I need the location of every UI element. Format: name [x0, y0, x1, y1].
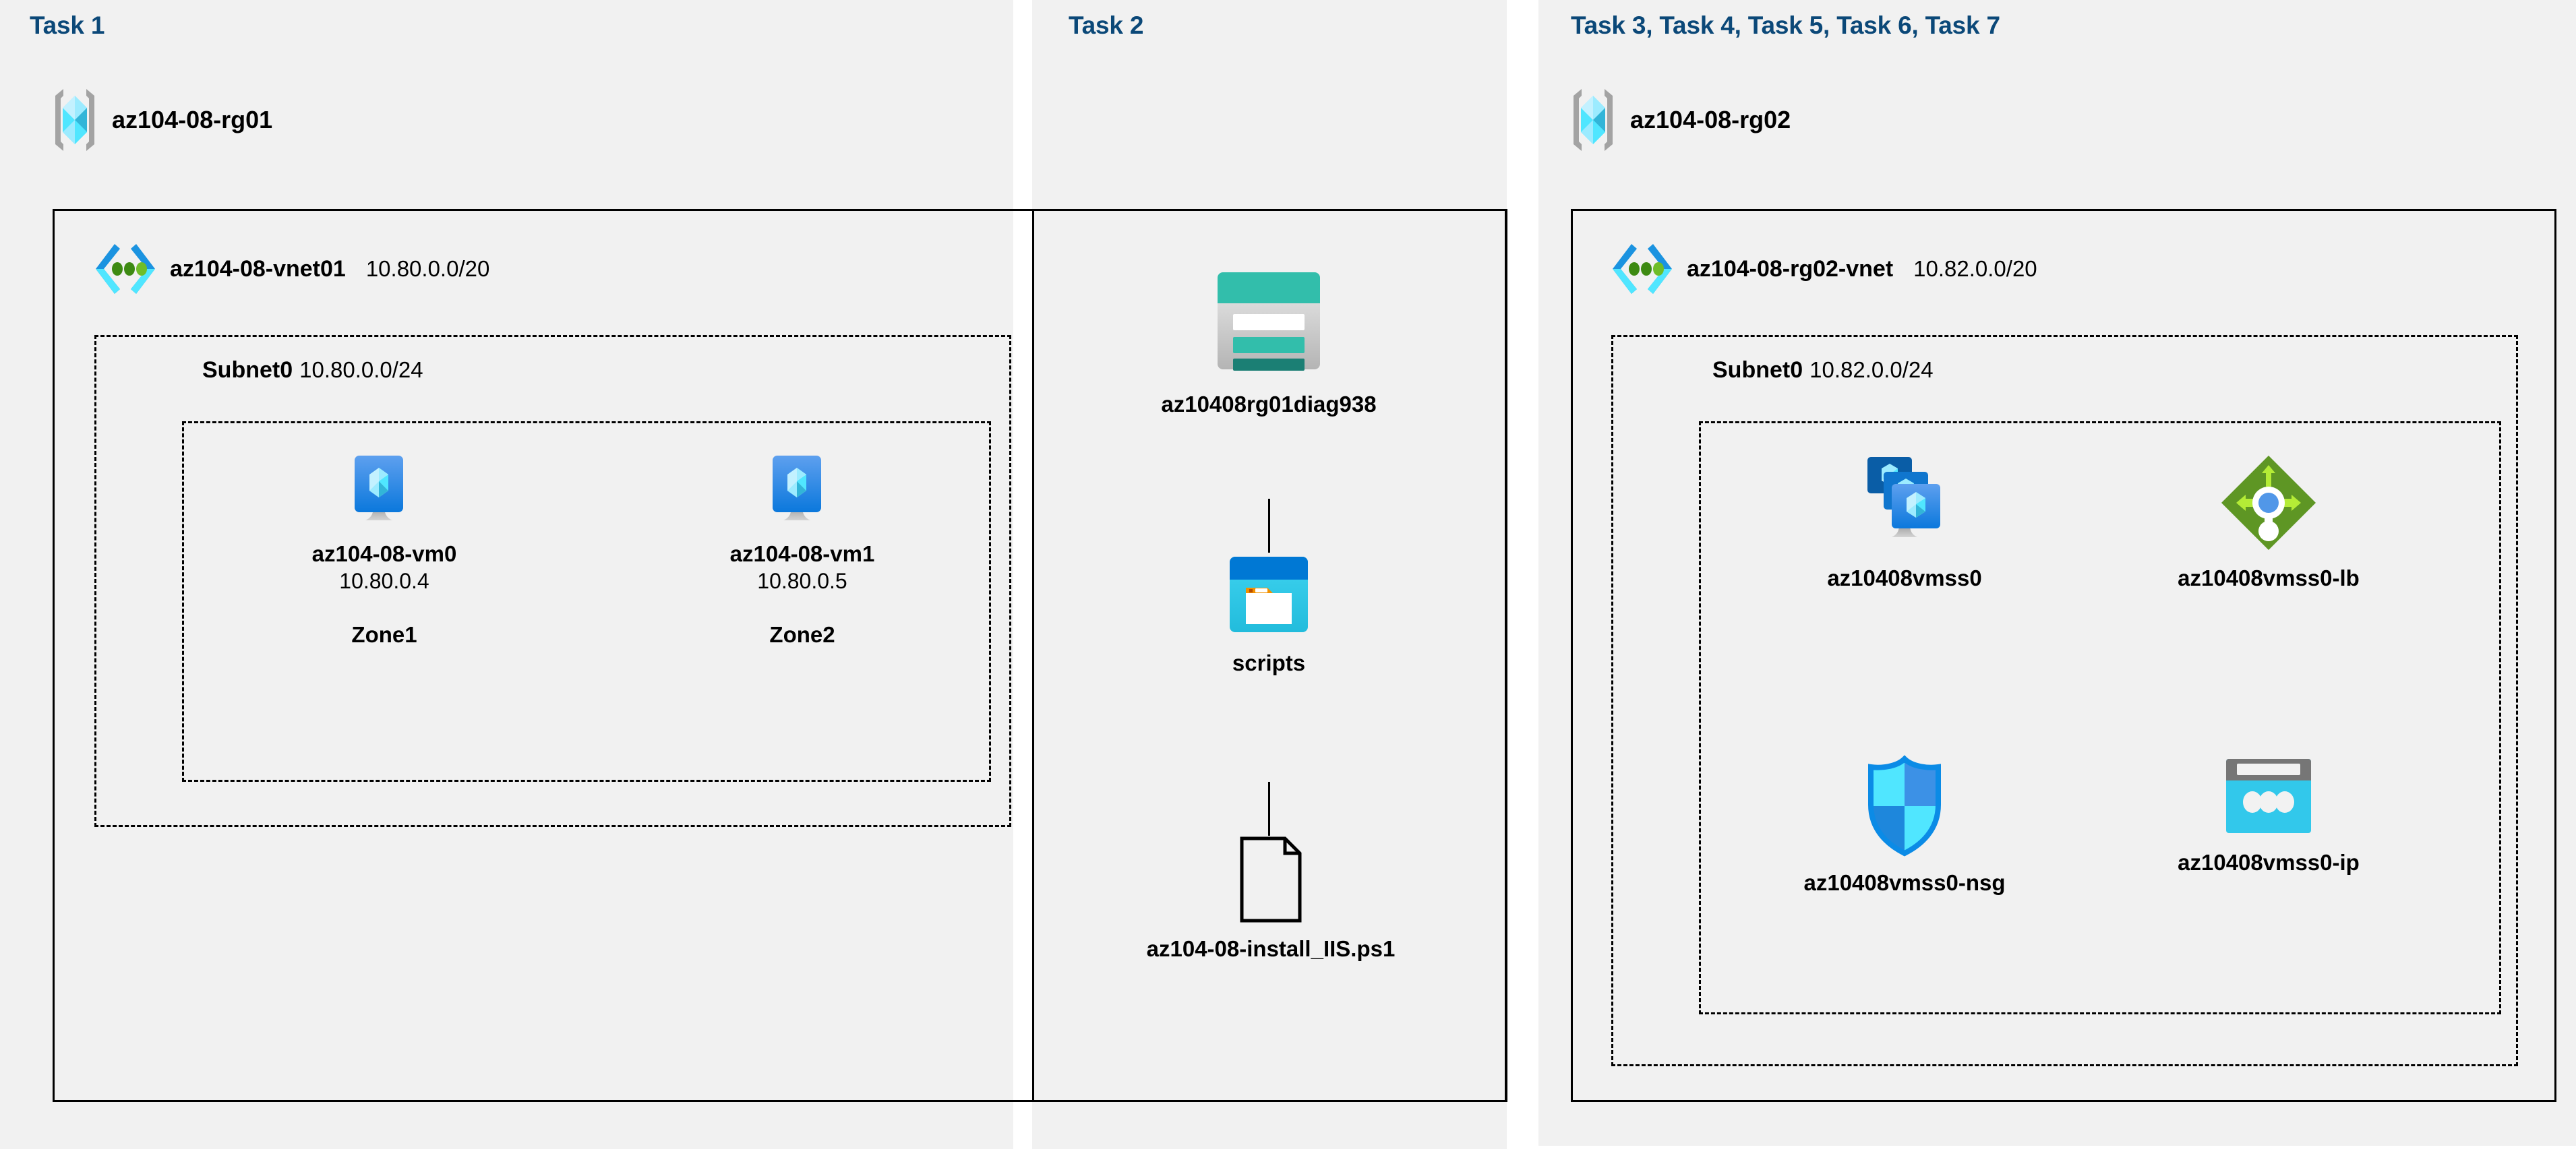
subnet-02-cidr: 10.82.0.0/24 [1809, 357, 1934, 382]
task-2-title: Task 2 [1069, 11, 1144, 39]
storage-account-icon [1207, 263, 1330, 379]
network-security-group-icon [1863, 755, 1946, 857]
node-storage-account-label: az10408rg01diag938 [1161, 392, 1377, 417]
node-blob-container-label: scripts [1232, 650, 1306, 675]
node-vm1-ip: 10.80.0.5 [757, 569, 847, 594]
node-vm1[interactable]: az104-08-vm1 10.80.0.5 Zone2 [688, 453, 917, 648]
node-public-ip-label: az10408vmss0-ip [2178, 850, 2360, 875]
node-vm0[interactable]: az104-08-vm0 10.80.0.4 Zone1 [270, 453, 499, 648]
virtual-machine-icon [345, 453, 423, 528]
blob-container-icon [1224, 553, 1313, 638]
vnet-02-cidr: 10.82.0.0/20 [1913, 256, 2037, 281]
virtual-network-icon [1611, 243, 1673, 295]
node-load-balancer[interactable]: az10408vmss0-lb [2117, 453, 2420, 592]
task-3-to-7-title: Task 3, Task 4, Task 5, Task 6, Task 7 [1571, 11, 2000, 39]
node-vm1-label: az104-08-vm1 [729, 541, 875, 566]
connector-storage-to-container [1268, 499, 1270, 553]
virtual-machine-icon [763, 453, 841, 528]
vm-scale-set-icon [1854, 453, 1955, 553]
panel-task-3 [1538, 0, 2576, 1146]
node-vm1-zone: Zone2 [769, 622, 835, 648]
node-public-ip-address[interactable]: az10408vmss0-ip [2117, 755, 2420, 876]
resource-group-rg01: az104-08-rg01 [53, 88, 272, 152]
subnet-container-01 [94, 335, 1011, 827]
node-ps1-file-label: az104-08-install_IIS.ps1 [1146, 936, 1396, 961]
node-network-security-group[interactable]: az10408vmss0-nsg [1753, 755, 2056, 896]
load-balancer-icon [2219, 453, 2318, 553]
node-vmss[interactable]: az10408vmss0 [1753, 453, 2056, 592]
node-vmss-label: az10408vmss0 [1827, 565, 1982, 590]
vnet-container-az104-08-rg02-vnet [1571, 209, 2556, 1102]
node-vm0-ip: 10.80.0.4 [339, 569, 429, 594]
node-storage-account[interactable]: az10408rg01diag938 [1127, 263, 1410, 418]
file-icon [1228, 836, 1313, 923]
node-blob-container[interactable]: scripts [1181, 553, 1356, 677]
subnet-inner-resource-group-02 [1699, 421, 2501, 1014]
resource-group-rg01-label: az104-08-rg01 [112, 106, 273, 133]
task-2-box-left-border [1032, 209, 1034, 1102]
subnet-container-02 [1611, 335, 2518, 1066]
subnet-02-name: Subnet0 [1712, 357, 1803, 383]
panel-task-1 [0, 0, 1013, 1149]
vnet-01-name: az104-08-vnet01 [170, 255, 346, 282]
resource-group-rg02-label: az104-08-rg02 [1630, 106, 1791, 133]
task-2-box-right-border [1505, 209, 1507, 1102]
node-nsg-label: az10408vmss0-nsg [1803, 870, 2006, 895]
virtual-network-icon [94, 243, 156, 295]
node-load-balancer-label: az10408vmss0-lb [2178, 565, 2360, 590]
node-vm0-zone: Zone1 [351, 622, 417, 648]
vnet-label-row-02: az104-08-rg02-vnet 10.82.0.0/20 [1611, 243, 2037, 295]
resource-group-rg02: az104-08-rg02 [1571, 88, 1791, 152]
task-2-box-bottom-border [1032, 1100, 1507, 1102]
task-1-title: Task 1 [30, 11, 105, 39]
resource-group-icon [53, 88, 97, 152]
node-vm0-label: az104-08-vm0 [311, 541, 457, 566]
connector-container-to-file [1268, 782, 1270, 836]
subnet-inner-zone-group-01 [182, 421, 991, 782]
vnet-01-cidr: 10.80.0.0/20 [365, 256, 490, 281]
vnet-02-name: az104-08-rg02-vnet [1687, 255, 1894, 282]
resource-group-icon [1571, 88, 1615, 152]
vnet-label-row-01: az104-08-vnet01 10.80.0.0/20 [94, 243, 489, 295]
subnet-01-cidr: 10.80.0.0/24 [299, 357, 423, 382]
task-2-box-top-border [1032, 209, 1507, 211]
public-ip-address-icon [2221, 755, 2316, 837]
subnet-01-name: Subnet0 [202, 357, 293, 383]
node-ps1-file[interactable]: az104-08-install_IIS.ps1 [1079, 836, 1463, 962]
